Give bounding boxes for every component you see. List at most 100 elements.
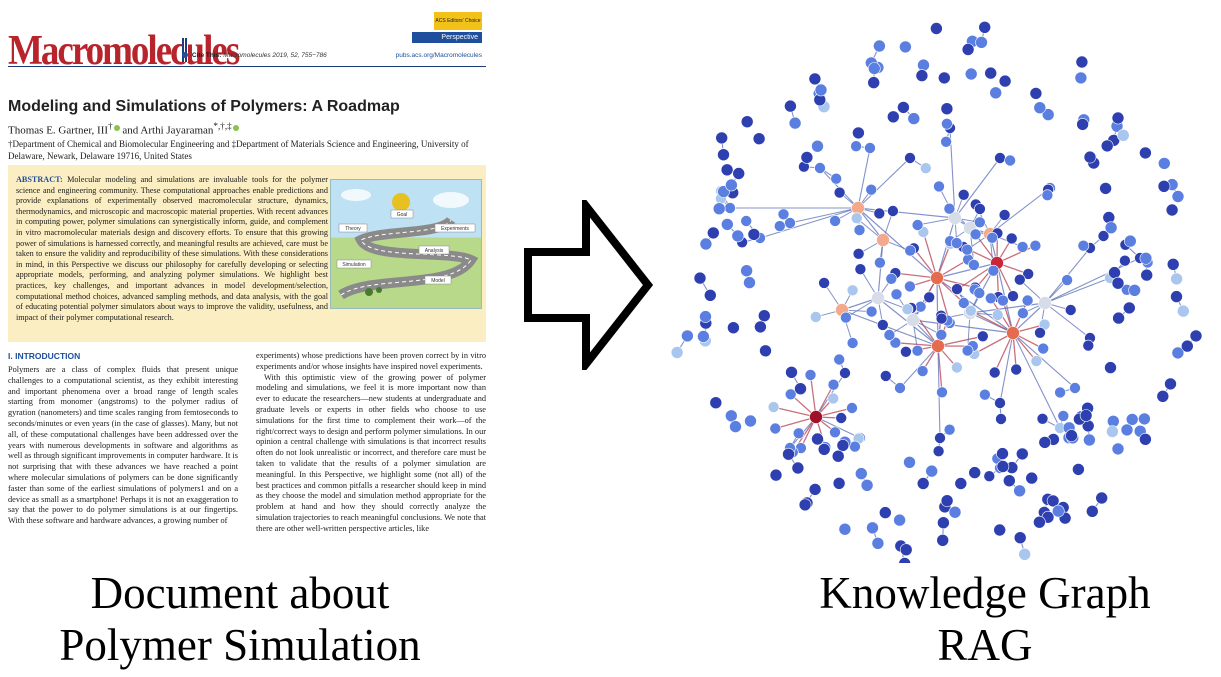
graph-node (994, 152, 1006, 164)
graph-node (1104, 361, 1117, 374)
graph-node (855, 467, 868, 480)
graph-node (936, 533, 950, 547)
graph-node (827, 392, 839, 405)
graph-edge (969, 302, 1046, 314)
graph-node (887, 110, 900, 124)
graph-node (904, 244, 916, 257)
graph-edge (994, 332, 1014, 373)
graph-node (1013, 484, 1026, 498)
graph-node (964, 304, 977, 317)
graph-node (744, 414, 757, 428)
graph-node (984, 66, 998, 80)
graph-node (998, 209, 1011, 221)
graph-node (740, 115, 754, 128)
graph-edge (1044, 277, 1111, 304)
graph-node (784, 388, 797, 401)
graph-edge (1044, 302, 1091, 339)
graph-node (948, 211, 962, 225)
graph-node (989, 86, 1003, 100)
graph-node (1007, 290, 1019, 302)
graph-node (894, 382, 906, 394)
toc-graphic: Goal Theory Experiments Analysis Simulat… (330, 179, 482, 309)
graph-node (1029, 87, 1043, 100)
graph-node (731, 229, 745, 243)
graph-edge (1012, 332, 1076, 389)
graph-caption: Knowledge Graph RAG (775, 567, 1195, 671)
abstract-label: ABSTRACT: (16, 175, 63, 184)
graph-edge (775, 416, 817, 430)
graph-edge (989, 187, 1051, 235)
acs-stripe-icon (182, 38, 188, 62)
graph-node (998, 74, 1012, 88)
graph-node (941, 118, 953, 130)
header-rule (8, 66, 486, 67)
body-column-2: experiments) whose predictions have been… (256, 351, 486, 552)
graph-node (792, 427, 805, 440)
graph-node (681, 329, 694, 343)
graph-node (846, 337, 859, 349)
graph-node (1082, 339, 1095, 352)
document-caption: Document about Polymer Simulation (10, 567, 470, 671)
graph-node (1077, 239, 1090, 252)
body-column-1: Polymers are a class of complex fluids t… (8, 365, 238, 552)
graph-node (1166, 257, 1180, 271)
graph-node (1106, 425, 1119, 438)
graph-node (1164, 377, 1177, 391)
graph-node (809, 410, 823, 424)
graph-node (1069, 382, 1081, 394)
graph-node (1004, 154, 1016, 167)
graph-node (752, 132, 766, 145)
paper-title: Modeling and Simulations of Polymers: A … (8, 98, 400, 115)
graph-node (911, 344, 924, 357)
graph-node (1111, 111, 1125, 125)
graph-node (1180, 339, 1194, 353)
graph-node (836, 439, 850, 452)
graph-edge (912, 319, 1014, 334)
orcid-icon[interactable] (232, 124, 239, 131)
author-separator: and (119, 124, 141, 137)
graph-node (785, 365, 798, 379)
graph-node (1072, 463, 1085, 476)
section-heading: I. INTRODUCTION (8, 351, 81, 361)
graph-node (994, 397, 1006, 409)
graph-node (964, 67, 978, 81)
graph-node (808, 72, 822, 86)
graph-node (1061, 274, 1073, 286)
graph-node (1112, 311, 1125, 325)
graph-node (759, 344, 772, 358)
graph-node (904, 280, 916, 293)
graph-node (838, 522, 852, 536)
graph-edge (936, 277, 1014, 334)
graph-node (1139, 252, 1153, 265)
graph-node (873, 39, 886, 53)
graph-node (1123, 234, 1137, 248)
graph-node (907, 112, 921, 125)
graph-node (1125, 413, 1139, 426)
document-caption-line-1: Document about (90, 568, 390, 618)
affiliations: †Department of Chemical and Biomolecular… (8, 139, 469, 161)
graph-node (854, 263, 867, 276)
graph-node (732, 167, 745, 180)
graph-node (703, 288, 717, 302)
graph-edge (857, 207, 956, 219)
graph-node (957, 189, 970, 201)
graph-node (1002, 474, 1016, 488)
graph-node (798, 498, 812, 512)
journal-url[interactable]: pubs.acs.org/Macromolecules (395, 52, 482, 59)
graph-node (948, 505, 962, 519)
orcid-icon[interactable] (113, 124, 120, 131)
graph-edge (936, 217, 956, 279)
graph-node (794, 382, 807, 396)
graph-node (1013, 531, 1027, 545)
graph-edge (857, 147, 871, 209)
graph-node (758, 309, 771, 323)
graph-node (1015, 447, 1029, 461)
graph-node (1005, 232, 1018, 245)
graph-node (983, 470, 996, 483)
graph-node (1120, 423, 1134, 437)
graph-node (788, 116, 802, 130)
graph-edge (1012, 302, 1046, 334)
graph-node (957, 297, 970, 309)
graph-node (901, 303, 914, 316)
graph-node (715, 131, 729, 145)
